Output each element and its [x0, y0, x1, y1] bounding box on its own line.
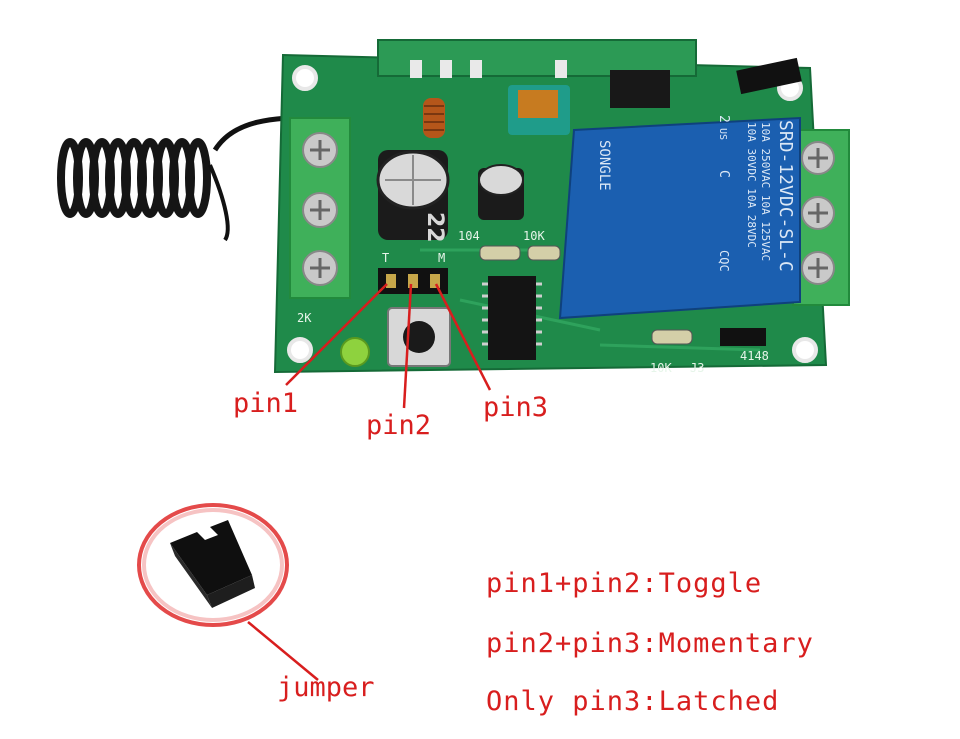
relay-mark-2: 2: [716, 115, 731, 123]
relay-rating-ac: 10A 250VAC 10A 125VAC: [759, 122, 772, 261]
mode-toggle-pins: pin1+pin2:: [486, 568, 659, 599]
rf-module: [377, 39, 697, 108]
jumper-icon: [170, 520, 255, 608]
antenna-coil: [57, 112, 351, 242]
pin3-label: pin3: [483, 392, 549, 423]
relay-mark-c: C: [716, 170, 731, 178]
mode-toggle-name: Toggle: [658, 568, 763, 599]
header-mark-t: T: [382, 251, 389, 265]
pin-leaders: [285, 283, 492, 409]
capacitors: 22: [376, 150, 524, 243]
tuning-coil: [508, 85, 570, 135]
capacitor-label: 22: [422, 212, 447, 243]
relay-brand: SONGLE: [596, 140, 612, 191]
relay-model: SRD-12VDC-SL-C: [775, 120, 796, 272]
jumper-inset: [137, 503, 319, 681]
silk-10k-top: 10K: [523, 229, 545, 243]
mode-momentary-name: Momentary: [658, 628, 814, 659]
mode-momentary: pin2+pin3:Momentary: [486, 628, 814, 659]
silk-104: 104: [458, 229, 480, 243]
pin-header: [378, 268, 448, 294]
jumper-label: jumper: [277, 672, 375, 703]
inductor: [423, 98, 445, 138]
pin3-leader: [434, 283, 492, 391]
mode-latched-pins: Only pin3:: [486, 686, 659, 717]
header-mark-m: M: [438, 251, 445, 265]
relay-mark-us: US: [717, 128, 728, 140]
silk-10k-bottom: 10K: [650, 361, 672, 375]
silk-j3: J3: [690, 361, 704, 375]
relay-rating-dc: 10A 30VDC 10A 28VDC: [745, 122, 758, 248]
relay: SRD-12VDC-SL-C 10A 250VAC 10A 125VAC 10A…: [558, 115, 801, 320]
relay-mark-cqc: CQC: [717, 250, 731, 272]
mode-toggle: pin1+pin2:Toggle: [486, 568, 762, 599]
pin2-leader: [402, 283, 413, 409]
jumper-leader: [247, 621, 319, 681]
right-terminal-block: [792, 129, 850, 306]
resistors: [479, 245, 766, 346]
left-terminal-block: [289, 117, 351, 299]
mode-latched: Only pin3:Latched: [486, 686, 779, 717]
silk-2k: 2K: [297, 311, 312, 325]
silkscreen: 104 10K 2K 10K J3 4148 T M: [297, 229, 769, 375]
pin1-label: pin1: [233, 388, 299, 419]
mode-latched-name: Latched: [658, 686, 780, 717]
pin2-label: pin2: [366, 410, 432, 441]
mode-momentary-pins: pin2+pin3:: [486, 628, 659, 659]
board-jumper: [736, 57, 802, 95]
led: [340, 337, 370, 367]
silk-4148: 4148: [740, 349, 769, 363]
push-button: [387, 307, 451, 367]
pin1-leader: [285, 283, 388, 386]
ic-chip: [482, 276, 542, 360]
